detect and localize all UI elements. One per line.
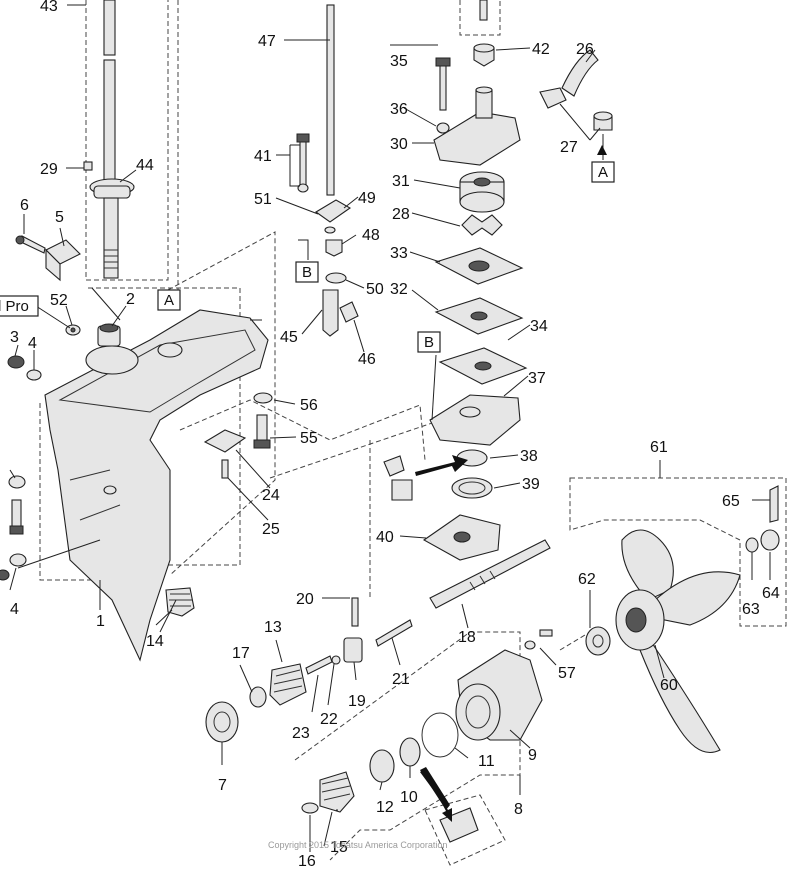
propeller-shaft-assembly [205, 455, 553, 843]
gear-case-housing [44, 309, 269, 662]
part-label-45: 45 [280, 329, 298, 346]
part-label-4-upper: 4 [28, 335, 37, 352]
part-label-30: 30 [390, 136, 408, 153]
reference-box-a-housing: A [157, 289, 181, 311]
part-label-51: 51 [254, 191, 272, 208]
part-label-10: 10 [400, 789, 418, 806]
part-label-12: 12 [376, 799, 394, 816]
part-label-65: 65 [722, 493, 740, 510]
shift-rod-assembly [296, 4, 359, 337]
part-number-labels: 43 29 44 6 5 52 2 3 4 4 1 14 17 13 7 23 … [10, 0, 780, 870]
part-label-40: 40 [376, 529, 394, 546]
part-label-1: 1 [96, 613, 105, 630]
part-label-33: 33 [390, 245, 408, 262]
part-label-35: 35 [390, 53, 408, 70]
part-label-37: 37 [528, 370, 546, 387]
part-label-5: 5 [55, 209, 64, 226]
drive-shaft-assembly [83, 0, 135, 279]
part-label-26: 26 [576, 41, 594, 58]
part-label-20: 20 [296, 591, 314, 608]
reference-letter: B [302, 264, 312, 281]
part-label-39: 39 [522, 476, 540, 493]
part-label-15: 15 [330, 839, 348, 856]
reference-letter: A [598, 164, 608, 181]
part-label-52: 52 [50, 292, 68, 309]
leader-lines [9, 4, 771, 852]
part-label-57: 57 [558, 665, 576, 682]
model-note-box: l Pro [0, 295, 39, 317]
part-label-43: 43 [40, 0, 58, 15]
part-label-61: 61 [650, 439, 668, 456]
part-label-11: 11 [478, 753, 495, 770]
part-label-28: 28 [392, 206, 410, 223]
part-label-8: 8 [514, 801, 523, 818]
part-label-38: 38 [520, 448, 538, 465]
model-note-text: l Pro [0, 298, 29, 315]
part-label-62: 62 [578, 571, 596, 588]
part-label-23: 23 [292, 725, 310, 742]
part-label-50: 50 [366, 281, 384, 298]
part-label-64: 64 [762, 585, 780, 602]
part-label-34: 34 [530, 318, 548, 335]
part-label-18: 18 [458, 629, 476, 646]
part-label-44: 44 [136, 157, 154, 174]
part-label-2: 2 [126, 291, 135, 308]
part-label-56: 56 [300, 397, 318, 414]
part-label-42: 42 [532, 41, 550, 58]
part-label-41: 41 [254, 148, 272, 165]
reference-box-b-left: B [295, 261, 319, 283]
part-label-19: 19 [348, 693, 366, 710]
part-label-17: 17 [232, 645, 250, 662]
reference-box-a-top: A [591, 161, 615, 183]
reference-letter: A [164, 292, 174, 309]
part-label-46: 46 [358, 351, 376, 368]
part-label-47: 47 [258, 33, 276, 50]
part-label-13: 13 [264, 619, 282, 636]
copyright-notice: Copyright 2015 Tohatsu America Corporati… [268, 840, 447, 850]
propeller [585, 485, 780, 754]
water-pump-assembly [422, 0, 613, 561]
pinion-gear [165, 587, 195, 617]
part-label-21: 21 [392, 671, 410, 688]
part-label-16: 16 [298, 853, 316, 870]
part-label-63: 63 [742, 601, 760, 618]
part-label-55: 55 [300, 430, 318, 447]
reference-box-b-right: B [417, 331, 441, 353]
part-label-48: 48 [362, 227, 380, 244]
part-label-4-lower: 4 [10, 601, 19, 618]
part-label-27: 27 [560, 139, 578, 156]
part-label-36: 36 [390, 101, 408, 118]
part-label-29: 29 [40, 161, 58, 178]
part-label-3: 3 [10, 329, 19, 346]
part-label-6: 6 [20, 197, 29, 214]
part-label-9: 9 [528, 747, 537, 764]
part-label-14: 14 [146, 633, 164, 650]
part-label-32: 32 [390, 281, 408, 298]
part-label-49: 49 [358, 190, 376, 207]
part-label-22: 22 [320, 711, 338, 728]
part-label-31: 31 [392, 173, 410, 190]
part-label-24: 24 [262, 487, 280, 504]
part-label-7: 7 [218, 777, 227, 794]
reference-letter: B [424, 334, 434, 351]
part-label-25: 25 [262, 521, 280, 538]
housing-fasteners [203, 392, 273, 479]
left-small-parts [0, 235, 81, 581]
direction-arrows [415, 145, 607, 822]
part-label-60: 60 [660, 677, 678, 694]
